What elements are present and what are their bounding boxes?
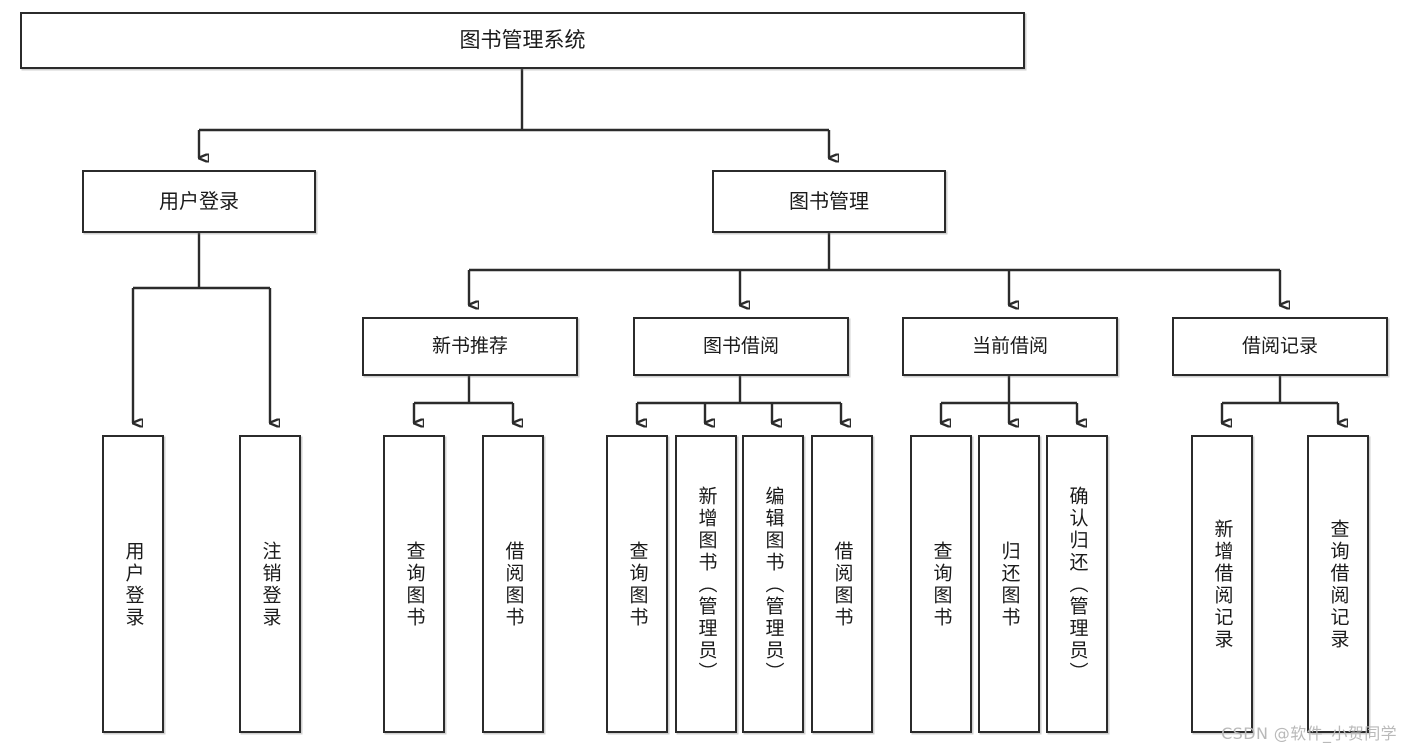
leaf-borrow-query-book-label: 查询图书	[626, 541, 649, 629]
leaf-current-query-book[interactable]: 查询图书	[910, 435, 972, 733]
leaf-current-query-book-label: 查询图书	[930, 541, 953, 629]
leaf-current-confirm-return-admin[interactable]: 确认归还（管理员）	[1046, 435, 1108, 733]
node-book-management-label: 图书管理	[789, 188, 869, 213]
leaf-current-return-book[interactable]: 归还图书	[978, 435, 1040, 733]
leaf-current-return-book-label: 归还图书	[998, 541, 1021, 629]
leaf-borrow-query-book[interactable]: 查询图书	[606, 435, 668, 733]
leaf-newbook-borrow-book-label: 借阅图书	[502, 541, 525, 629]
leaf-newbook-query-book[interactable]: 查询图书	[383, 435, 445, 733]
leaf-borrow-borrow-book[interactable]: 借阅图书	[811, 435, 873, 733]
leaf-user-login-label: 用户登录	[122, 541, 145, 629]
leaf-borrow-add-book-admin-label: 新增图书（管理员）	[695, 486, 718, 684]
leaf-logout[interactable]: 注销登录	[239, 435, 301, 733]
leaf-records-add-record[interactable]: 新增借阅记录	[1191, 435, 1253, 733]
node-user-login-label: 用户登录	[159, 188, 239, 213]
node-borrow-records[interactable]: 借阅记录	[1172, 317, 1388, 376]
node-new-book-recommend[interactable]: 新书推荐	[362, 317, 578, 376]
leaf-borrow-edit-book-admin[interactable]: 编辑图书（管理员）	[742, 435, 804, 733]
leaf-records-query-record-label: 查询借阅记录	[1327, 519, 1350, 651]
leaf-borrow-add-book-admin[interactable]: 新增图书（管理员）	[675, 435, 737, 733]
node-current-borrow[interactable]: 当前借阅	[902, 317, 1118, 376]
node-root[interactable]: 图书管理系统	[20, 12, 1025, 69]
node-current-borrow-label: 当前借阅	[971, 335, 1048, 358]
node-book-borrow[interactable]: 图书借阅	[633, 317, 849, 376]
leaf-borrow-borrow-book-label: 借阅图书	[831, 541, 854, 629]
node-borrow-records-label: 借阅记录	[1241, 335, 1318, 358]
leaf-records-query-record[interactable]: 查询借阅记录	[1307, 435, 1369, 733]
leaf-records-add-record-label: 新增借阅记录	[1211, 519, 1234, 651]
leaf-newbook-borrow-book[interactable]: 借阅图书	[482, 435, 544, 733]
leaf-logout-label: 注销登录	[259, 541, 282, 629]
leaf-user-login[interactable]: 用户登录	[102, 435, 164, 733]
node-book-management[interactable]: 图书管理	[712, 170, 946, 233]
node-new-book-recommend-label: 新书推荐	[431, 335, 508, 358]
node-root-label: 图书管理系统	[459, 28, 586, 53]
node-book-borrow-label: 图书借阅	[702, 335, 779, 358]
leaf-current-confirm-return-admin-label: 确认归还（管理员）	[1066, 486, 1089, 684]
leaf-borrow-edit-book-admin-label: 编辑图书（管理员）	[762, 486, 785, 684]
leaf-newbook-query-book-label: 查询图书	[403, 541, 426, 629]
node-user-login[interactable]: 用户登录	[82, 170, 316, 233]
csdn-watermark: CSDN @软件_小贺同学	[1221, 724, 1397, 743]
